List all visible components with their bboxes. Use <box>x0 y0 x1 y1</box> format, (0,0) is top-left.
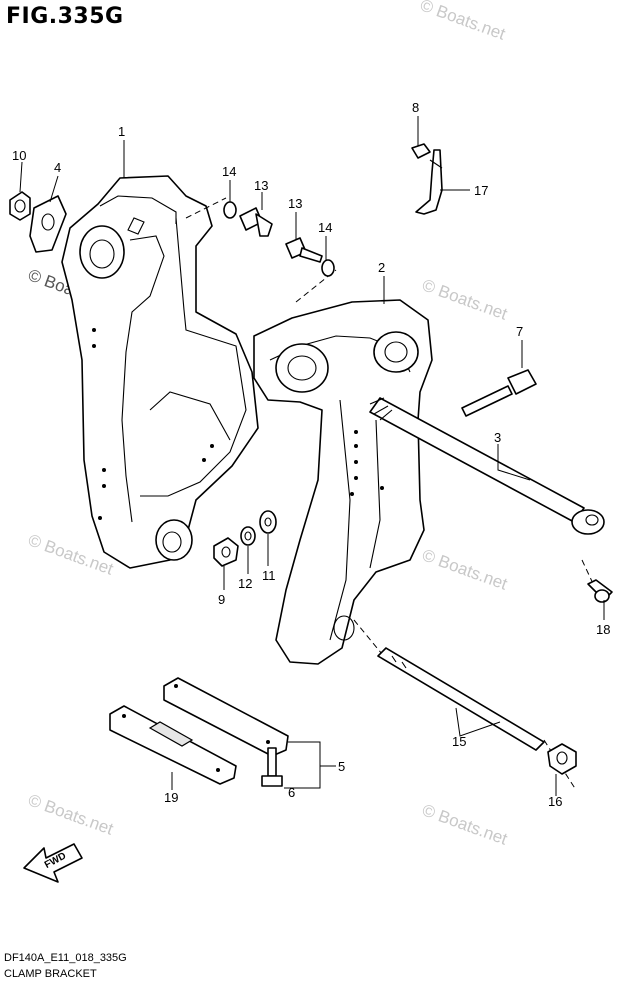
callout-7: 7 <box>516 324 523 339</box>
footer-name: CLAMP BRACKET <box>4 968 97 980</box>
callout-8: 8 <box>412 100 419 115</box>
bolt-18 <box>587 579 613 603</box>
clamp-bracket-left <box>61 175 259 569</box>
gasket-4 <box>29 195 67 253</box>
bolt-13b <box>285 237 323 263</box>
rod-15 <box>377 647 545 751</box>
callout-4: 4 <box>54 160 61 175</box>
callout-1: 1 <box>118 124 125 139</box>
callout-11: 11 <box>262 568 276 583</box>
callout-14a: 14 <box>222 164 236 179</box>
callout-6: 6 <box>288 785 295 800</box>
washer-12 <box>240 526 256 546</box>
callout-12: 12 <box>238 576 252 591</box>
clamp-bracket-right <box>253 299 433 665</box>
clip-17 <box>411 143 443 215</box>
callout-18: 18 <box>596 622 610 637</box>
callout-15: 15 <box>452 734 466 749</box>
washer-14b <box>321 259 335 277</box>
plate-19 <box>109 705 237 785</box>
plate-5a <box>163 677 289 757</box>
callout-14b: 14 <box>318 220 332 235</box>
nut-16 <box>547 743 577 775</box>
bolt-13a <box>239 207 273 237</box>
bolt-7 <box>461 369 537 417</box>
figure-title: FIG.335G <box>6 4 124 29</box>
callout-9: 9 <box>218 592 225 607</box>
nut-10 <box>9 191 31 221</box>
washer-11 <box>259 510 277 534</box>
washer-14a <box>223 201 237 219</box>
bolt-6 <box>261 747 283 787</box>
callout-5: 5 <box>338 759 345 774</box>
callout-19: 19 <box>164 790 178 805</box>
callout-16: 16 <box>548 794 562 809</box>
callout-17: 17 <box>474 183 488 198</box>
callout-13a: 13 <box>254 178 268 193</box>
footer-code: DF140A_E11_018_335G <box>4 952 127 964</box>
leader-lines <box>19 116 605 796</box>
callout-2: 2 <box>378 260 385 275</box>
callout-10: 10 <box>12 148 26 163</box>
fwd-arrow-icon: FWD <box>23 843 83 883</box>
callout-13b: 13 <box>288 196 302 211</box>
clamp-shaft <box>369 397 605 535</box>
nut-9 <box>213 537 239 567</box>
callout-3: 3 <box>494 430 501 445</box>
